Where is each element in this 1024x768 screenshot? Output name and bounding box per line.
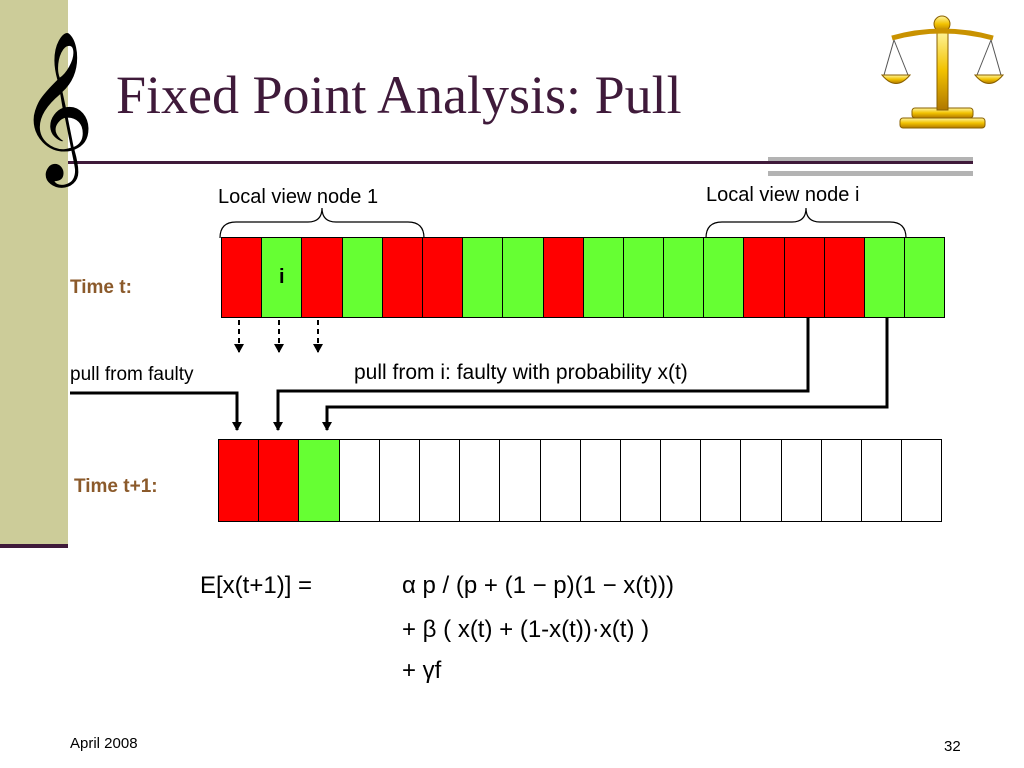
pull-from-i-label: pull from i: faulty with probability x(t… [354,361,688,385]
footer-date: April 2008 [70,735,138,752]
time-t1-cell [418,439,461,522]
arrow-pull-from-i-2 [322,318,889,431]
time-t-cell [341,237,383,318]
time-t-cell [663,237,705,318]
page-number: 32 [944,738,961,755]
side-bar [0,0,68,548]
rule-accent-top [768,157,973,161]
brace-local-view-1 [219,207,425,239]
local-view-node-1-label: Local view node 1 [218,186,379,208]
arrow-pull-from-i-1 [273,318,810,431]
time-t-cell [622,237,665,318]
time-t-cell [783,237,825,318]
time-t-cell [221,237,263,318]
slide-title: Fixed Point Analysis: Pull [116,65,682,125]
time-t-cell [904,237,946,318]
time-t1-cell [820,439,862,522]
time-t1-cell [499,439,541,522]
time-t-label: Time t: [70,277,132,298]
formula-lhs: E[x(t+1)] = [200,572,313,599]
time-t-cell [421,237,464,318]
time-t1-cell [258,439,300,522]
time-t1-cell [700,439,742,522]
time-t-cell [703,237,745,318]
time-t1-cell [901,439,943,522]
rule-accent-bottom [768,171,973,176]
node-i-label: i [279,266,285,288]
time-t-cell [542,237,584,318]
local-view-node-i-label: Local view node i [706,184,860,206]
pull-from-faulty-label: pull from faulty [70,364,194,386]
arrow-pull-from-faulty [70,391,242,431]
time-t1-label: Time t+1: [74,476,158,497]
treble-clef-icon: 𝄞 [18,29,95,181]
time-t-cell [864,237,906,318]
time-t-cell [582,237,624,318]
time-t1-cell [660,439,702,522]
time-t1-cell [780,439,822,522]
time-t-cell [381,237,423,318]
time-t-cell [823,237,865,318]
formula-line-2: + β ( x(t) + (1-x(t))·x(t) ) [402,616,650,643]
side-bar-line [0,544,68,548]
formula-line-1: α p / (p + (1 − p)(1 − x(t))) [402,572,674,599]
balance-scale-icon [880,15,1005,129]
time-t-cell [502,237,544,318]
brace-local-view-i [705,207,907,239]
title-rule [68,161,973,164]
time-t-node-row: i [221,237,946,318]
formula-line-3: + γf [402,657,442,684]
time-t1-cell [218,439,260,522]
time-t1-node-row [218,439,943,522]
time-t1-cell [861,439,903,522]
time-t1-cell [338,439,380,522]
time-t1-cell [579,439,621,522]
time-t-cell [462,237,504,318]
